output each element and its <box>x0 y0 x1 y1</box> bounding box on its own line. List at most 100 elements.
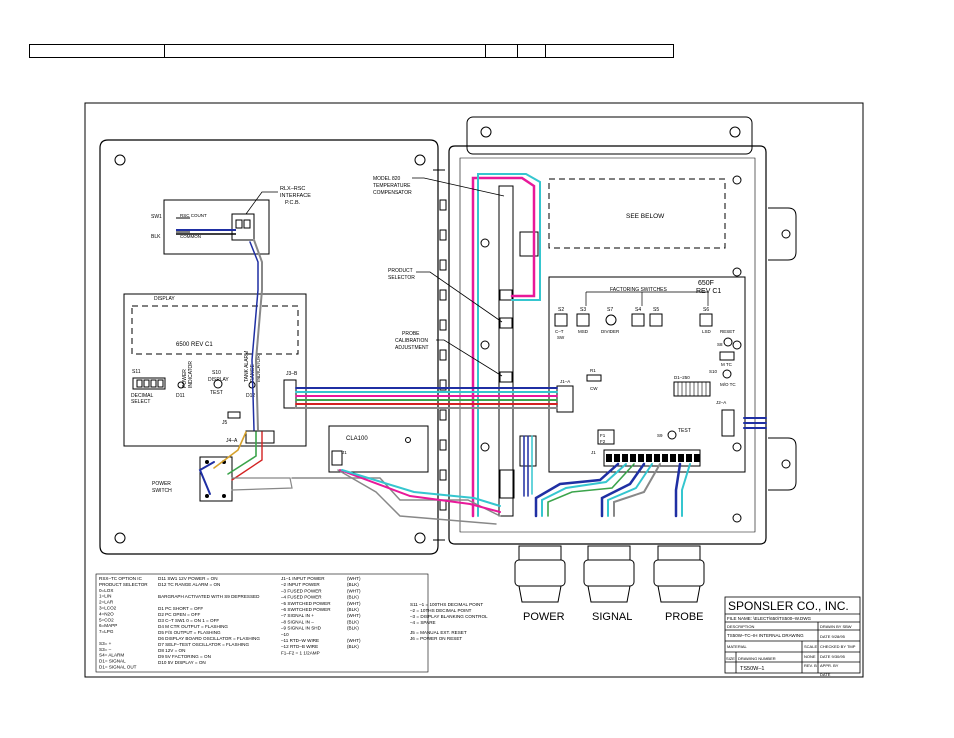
legend-line: D2 PC OPEN = OFF <box>158 612 200 617</box>
switch-label: S6 <box>703 307 709 313</box>
legend-line: 0=LOX <box>99 588 113 593</box>
legend-line: D1= SIGNAL OUT <box>99 665 137 670</box>
s9-label: S9 <box>657 433 663 438</box>
legend-line: –9 SIGNAL IN SHD <box>281 626 322 631</box>
s8-label: S8 <box>717 342 723 347</box>
left-door <box>99 139 447 555</box>
display-rev: 6500 REV C1 <box>176 342 213 348</box>
right-enclosure <box>283 116 797 603</box>
legend-line: PRODUCT SELECTOR <box>99 582 148 587</box>
legend-line: 5=CO2 <box>99 617 114 622</box>
legend-line: D12 TC RANGE ALARM = ON <box>158 582 220 587</box>
test-label: TEST <box>678 428 691 434</box>
legend-line: –6 SWITCHED POWER <box>281 607 331 612</box>
legend-line: (WHT) <box>347 613 361 618</box>
header-cell <box>165 45 486 57</box>
model-820-callout: COMPENSATOR <box>373 190 412 196</box>
j4a-label: J4–A <box>226 438 238 444</box>
s10-board-label: S10 <box>709 369 718 374</box>
switch-sub-label: SW <box>557 335 565 340</box>
legend-line: J6 = POWER ON RESET <box>410 636 462 641</box>
legend-line: D9 5V FACTORING = ON <box>158 654 211 659</box>
legend-line: S3= – <box>99 647 112 652</box>
legend-line: 4=N2O <box>99 611 114 616</box>
switch-label: S4 <box>635 307 641 313</box>
d12-label: D12 <box>246 393 255 399</box>
display-test-label: TEST <box>210 390 223 396</box>
legend-line: –8 SIGNAL IN – <box>281 619 314 624</box>
decimal-select-label: SELECT <box>131 399 150 405</box>
drawing-border <box>84 102 864 678</box>
legend-line: D1 PC SHORT = OFF <box>158 606 203 611</box>
gland-label-probe: PROBE <box>665 611 704 623</box>
product-selector-callout: PRODUCT <box>388 268 413 274</box>
probe-calibration-callout: CALIBRATION <box>395 338 428 344</box>
display-board <box>123 293 307 447</box>
factoring-switches-label: FACTORING SWITCHES <box>610 287 668 293</box>
revision: REV. B <box>804 663 817 668</box>
power-indicator-label: POWER <box>182 369 188 388</box>
switch-sub-label: LSD <box>702 329 712 334</box>
legend-line: J1–1 INPUT POWER <box>281 576 325 581</box>
legend-line: 6=MAPP <box>99 623 117 628</box>
legend-line: D7 SELF–TEST OSCILLATOR = FLASHING <box>158 642 249 647</box>
description: TS50W–TC–IH INTERNAL DRAWING <box>727 633 804 638</box>
legend-line: D5 F/S OUTPUT = FLASHING <box>158 630 221 635</box>
legend-line: S11 –1 = 100THS DECIMAL POINT <box>410 602 483 607</box>
rsc-row-label: RSC COUNT <box>180 213 207 218</box>
legend-line: D10 5V DISPLAY = ON <box>158 660 206 665</box>
legend-line: (BLK) <box>347 626 359 631</box>
gland-label-power: POWER <box>523 611 565 623</box>
cla100-board <box>328 425 429 473</box>
tank-alarm-label: TANK ALARM <box>244 351 250 382</box>
scale-value: NONE <box>804 654 816 659</box>
legend-line: –12 RTD–B WIRE <box>281 644 318 649</box>
legend-line: –5 SWITCHED POWER <box>281 601 331 606</box>
header-cell <box>486 45 518 57</box>
legend-line: J5 = MANUAL EXT. RESET <box>410 630 467 635</box>
legend-line: S3= + <box>99 641 112 646</box>
drawn-by: DRAWN BY SBW <box>820 624 852 629</box>
f1-label: F1 <box>600 433 606 438</box>
legend-line: (BLK) <box>347 619 359 624</box>
display-test-label: DISPLAY <box>208 377 229 383</box>
switch-label: S7 <box>607 307 613 313</box>
title-block <box>724 596 861 674</box>
board-rev-label: REV C1 <box>696 288 721 295</box>
switch-label: S5 <box>653 307 659 313</box>
scale-label: SCALE <box>804 644 817 649</box>
header-table <box>29 44 674 58</box>
drawing-number-label: DRAWING NUMBER <box>738 656 776 661</box>
switch-label: S2 <box>558 307 564 313</box>
legend-line: (WHT) <box>347 588 361 593</box>
s11-label: S11 <box>132 369 141 375</box>
j1-label: J1 <box>591 450 596 455</box>
header-cell <box>30 45 165 57</box>
decimal-select-label: DECIMAL <box>131 393 153 399</box>
cw-label: CW <box>590 386 598 391</box>
legend-line: (BLK) <box>347 595 359 600</box>
j2a-label: J2–A <box>716 400 726 405</box>
legend-line: RSX–TC OPTION IC <box>99 576 143 581</box>
legend-line: D8 12V = ON <box>158 648 185 653</box>
legend-line: 2=LAR <box>99 600 114 605</box>
tank-alarm-label: INDICATOR <box>256 355 262 382</box>
date-drawn: DATE 9/28/95 <box>820 634 846 639</box>
material-label: MATERIAL <box>727 644 747 649</box>
legend-line: D3 C–T SW1 0 = ON 1 = OFF <box>158 618 219 623</box>
legend-line: 3=LCO2 <box>99 606 117 611</box>
legend-line: (WHT) <box>347 576 361 581</box>
cla-j1-label: J1 <box>342 450 347 455</box>
legend-line: 7=LPG <box>99 629 114 634</box>
file-name: FILE NAME: \ELECT\650\TS500–W.DWG <box>727 616 812 621</box>
legend-line: BARGRAPH ACTIVATED WITH S9 DEPRESSED <box>158 594 260 599</box>
date-approved: DATE <box>820 672 831 677</box>
legend-line: –2 = 10THS DECIMAL POINT <box>410 608 472 613</box>
wire-harness <box>198 173 767 525</box>
rsc-row-label: COMMON <box>180 234 201 239</box>
legend-line: –11 RTD–W WIRE <box>281 638 319 643</box>
r1-label: R1 <box>590 368 596 373</box>
date-checked: DATE 9/30/95 <box>820 654 846 659</box>
